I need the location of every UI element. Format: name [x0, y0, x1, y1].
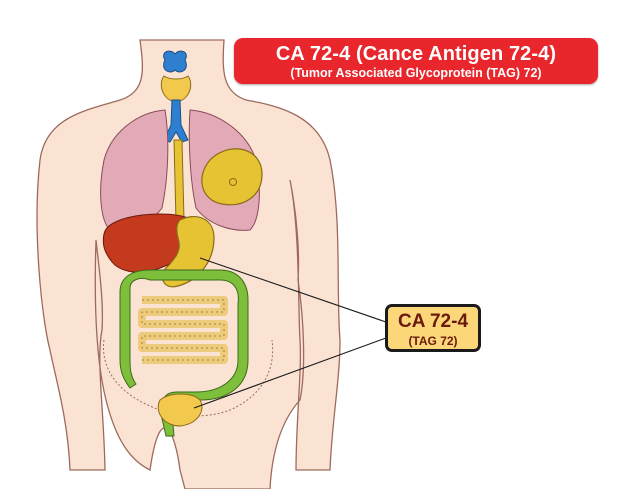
- esophagus-icon: [173, 139, 185, 223]
- heart-icon: [201, 148, 263, 206]
- marker-alias: (TAG 72): [408, 334, 458, 348]
- page-title: CA 72-4 (Cance Antigen 72-4): [275, 43, 557, 65]
- title-banner: CA 72-4 (Cance Antigen 72-4) (Tumor Asso…: [234, 38, 598, 84]
- stomach-icon: [161, 216, 215, 288]
- marker-label-box: CA 72-4 (TAG 72): [385, 304, 481, 352]
- leader-line-stomach: [199, 257, 387, 323]
- marker-name: CA 72-4: [397, 311, 469, 332]
- thyroid-icon: [160, 50, 192, 103]
- bladder-icon: [157, 393, 203, 427]
- leader-line-pelvis: [193, 337, 387, 409]
- page-subtitle: (Tumor Associated Glycoprotein (TAG) 72): [290, 66, 542, 80]
